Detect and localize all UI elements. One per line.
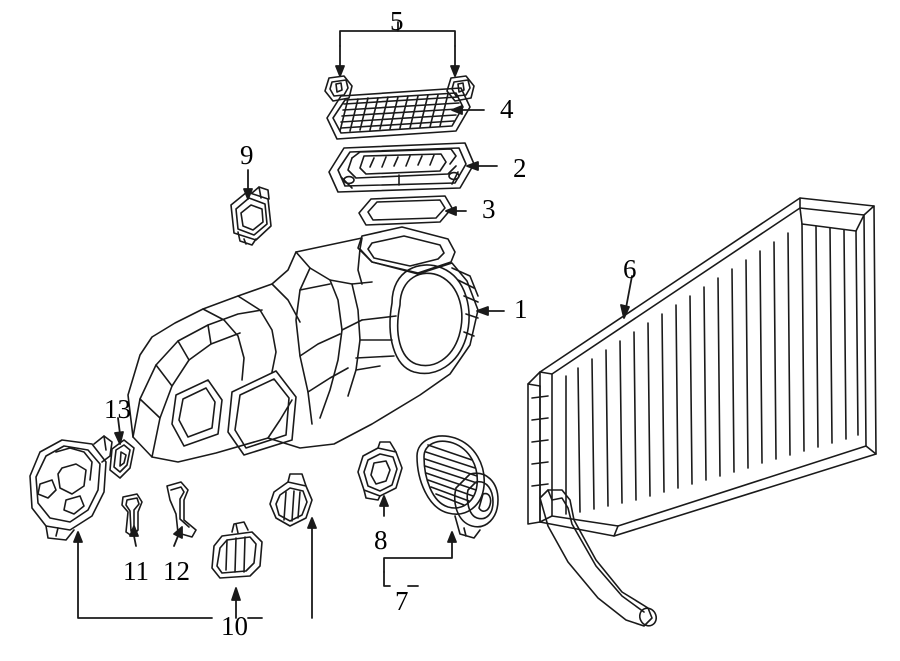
callout-label-12: 12 — [163, 556, 190, 586]
callout-13-leader — [114, 417, 124, 445]
servo-actuator-motor — [230, 186, 272, 246]
callout-7-leader — [383, 531, 457, 587]
air-filter-housing-lower — [328, 142, 475, 193]
callout-1-leader — [476, 306, 505, 316]
callout-label-3: 3 — [482, 194, 496, 224]
callout-label-7: 7 — [395, 586, 409, 616]
callout-6-leader — [620, 275, 633, 319]
callout-label-4: 4 — [500, 94, 514, 124]
in-car-sensor-probe — [166, 481, 197, 538]
evaporator-core — [527, 197, 877, 627]
callout-4-leader — [451, 105, 485, 115]
callout-label-1: 1 — [514, 294, 528, 324]
air-filter-gasket-seal — [358, 195, 453, 226]
cabin-air-filter-element — [326, 87, 471, 140]
callout-label-5: 5 — [390, 6, 404, 36]
callout-label-11: 11 — [123, 556, 149, 586]
callout-3-leader — [445, 206, 467, 216]
callout-label-13: 13 — [104, 394, 131, 424]
callout-9-leader — [243, 169, 253, 200]
callout-2-leader — [466, 161, 498, 171]
callout-label-6: 6 — [623, 254, 637, 284]
vacuum-actuator — [211, 521, 263, 579]
callout-11-leader — [129, 525, 139, 547]
blower-motor-with-wheel — [416, 435, 499, 539]
filter-clip-left — [324, 75, 353, 102]
vacuum-actuator-housing — [29, 435, 113, 541]
expansion-valve-clip — [109, 439, 135, 479]
callout-8-leader — [379, 495, 389, 517]
callout-12-leader — [173, 526, 183, 547]
callout-label-2: 2 — [513, 153, 527, 183]
callout-label-8: 8 — [374, 525, 388, 555]
callout-label-10: 10 — [221, 611, 248, 641]
callout-10-leader — [73, 517, 317, 619]
blower-motor-resistor — [357, 441, 403, 501]
callout-5-leader — [335, 21, 460, 77]
callout-label-9: 9 — [240, 140, 254, 170]
heater-blower-housing-assembly — [127, 226, 479, 463]
retaining-clip-right — [269, 473, 313, 527]
